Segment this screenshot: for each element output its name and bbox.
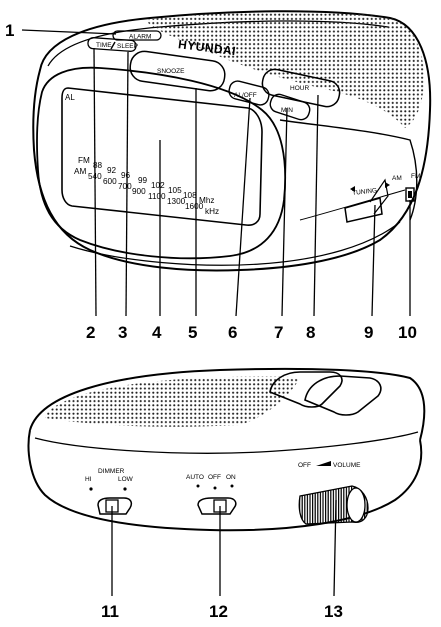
fm-scale: FM 88 92 96 99 102 105 108 Mhz (78, 156, 214, 205)
callout-6: 6 (228, 323, 237, 342)
alarm-button[interactable]: ALARM (112, 30, 162, 41)
fm-band-label: FM (78, 156, 90, 165)
fm-label: FM (411, 173, 420, 180)
side-body-outline (27, 429, 423, 532)
fm-scale-0: 88 (93, 161, 103, 170)
dimmer-low-label: LOW (118, 476, 134, 483)
hour-label: HOUR (290, 85, 309, 92)
mode-on-label: ON (226, 474, 236, 481)
dimmer-switch[interactable]: DIMMER HI LOW (85, 468, 134, 515)
volume-label: VOLUME (333, 462, 361, 469)
volume-control[interactable]: OFF VOLUME (298, 461, 369, 525)
callout-4: 4 (152, 323, 162, 342)
clock-radio-front-view: ALARM TIME SLEEP SNOOZE HYUNDAI HOUR AL/… (5, 10, 432, 342)
dimmer-hi-label: HI (85, 476, 92, 483)
dimmer-hi-dot (89, 487, 93, 491)
callout-2: 2 (86, 323, 95, 342)
am-unit: kHz (205, 207, 219, 216)
callout-5: 5 (188, 323, 197, 342)
fm-unit: Mhz (199, 196, 214, 205)
callout-11: 11 (101, 602, 119, 621)
alarm-label: ALARM (129, 34, 151, 41)
right-side-edge (279, 119, 418, 221)
mode-auto-label: AUTO (186, 474, 204, 481)
tuning-label: TUNING (352, 187, 378, 197)
callout-1: 1 (5, 21, 14, 40)
callout-12: 12 (209, 602, 228, 621)
speaker-grille (146, 11, 425, 128)
time-label: TIME (96, 42, 112, 49)
am-scale-6: 1600 (185, 202, 204, 211)
tuning-control[interactable]: TUNING (344, 178, 390, 223)
dimmer-low-dot (123, 487, 127, 491)
fm-scale-6: 108 (183, 191, 197, 200)
mode-off-label: OFF (208, 474, 221, 481)
sleep-label: SLEEP (117, 43, 138, 50)
callout-3: 3 (118, 323, 127, 342)
am-scale-1: 600 (103, 177, 117, 186)
fm-scale-1: 92 (107, 166, 117, 175)
snooze-button[interactable]: SNOOZE (128, 50, 226, 93)
am-scale-5: 1300 (167, 197, 186, 206)
fm-scale-5: 105 (168, 186, 182, 195)
side-body-waist (34, 431, 419, 454)
am-scale-2: 700 (118, 182, 132, 191)
min-button[interactable]: MIN (268, 92, 312, 121)
fm-scale-3: 99 (138, 176, 148, 185)
tuning-wheel[interactable] (344, 197, 383, 223)
al-indicator: AL (65, 93, 75, 102)
clock-radio-side-view: DIMMER HI LOW AUTO OFF ON OFF VOLUME (27, 367, 426, 621)
callout-10: 10 (398, 323, 417, 342)
display-window (61, 87, 263, 226)
callout-7: 7 (274, 323, 283, 342)
side-top-key-1[interactable] (269, 371, 343, 408)
callout-8: 8 (306, 323, 315, 342)
time-sleep-button[interactable]: TIME SLEEP (87, 37, 138, 52)
callout-9: 9 (364, 323, 373, 342)
callout-lines-side (111, 499, 337, 597)
am-label: AM (392, 175, 402, 182)
fm-scale-4: 102 (151, 181, 165, 190)
callout-lines-top (21, 29, 411, 317)
side-grille (45, 376, 300, 427)
am-band-label: AM (74, 167, 86, 176)
mode-switch[interactable]: AUTO OFF ON (186, 474, 237, 515)
am-scale-4: 1100 (148, 192, 166, 201)
callout-13: 13 (324, 602, 343, 621)
volume-off-label: OFF (298, 462, 311, 469)
tuning-left-arrow-icon (350, 186, 355, 192)
side-top-key-2[interactable] (304, 375, 382, 416)
snooze-label: SNOOZE (157, 68, 185, 75)
mode-slider[interactable] (197, 497, 237, 515)
volume-wedge-icon (316, 461, 331, 466)
dimmer-slider[interactable] (97, 497, 133, 515)
al-off-button[interactable]: AL/OFF (227, 79, 270, 106)
dimmer-title: DIMMER (98, 468, 125, 475)
al-off-label: AL/OFF (234, 92, 257, 99)
front-bezel (36, 66, 287, 260)
side-top-outline (29, 367, 426, 441)
am-scale-3: 900 (132, 187, 146, 196)
bottom-rim (69, 221, 401, 266)
fm-scale-2: 96 (121, 171, 131, 180)
